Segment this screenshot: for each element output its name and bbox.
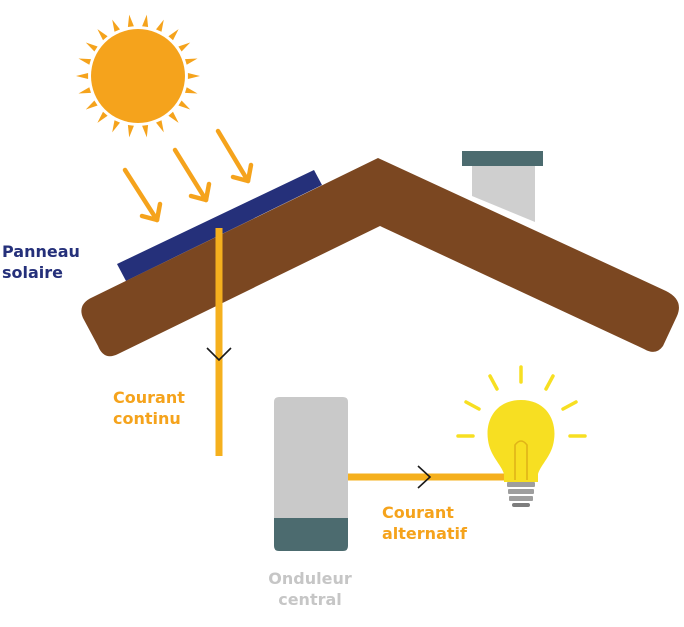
sun-ray bbox=[185, 87, 198, 94]
sun-ray bbox=[156, 120, 164, 133]
label-direct-current: Courant continu bbox=[113, 387, 185, 429]
sun-ray bbox=[78, 58, 91, 65]
sun-ray bbox=[112, 120, 120, 133]
chimney-icon bbox=[462, 151, 543, 222]
sun-ray-arrow-icon bbox=[122, 167, 163, 223]
label-solar-panel: Panneau solaire bbox=[2, 241, 80, 283]
chimney-cap bbox=[462, 151, 543, 166]
sun-ray bbox=[142, 125, 149, 138]
inverter-icon bbox=[274, 397, 348, 551]
solar-panel-icon bbox=[117, 170, 322, 281]
flow-arrow-icon bbox=[417, 465, 432, 489]
label-direct-current-line1: Courant bbox=[113, 388, 185, 407]
label-direct-current-line2: continu bbox=[113, 409, 181, 428]
sun-disc bbox=[91, 29, 185, 123]
light-bulb-icon bbox=[456, 365, 587, 507]
sun-rays bbox=[76, 14, 200, 138]
roof bbox=[81, 158, 679, 357]
label-inverter-line2: central bbox=[278, 590, 342, 609]
sun-ray bbox=[168, 111, 179, 123]
sun-ray bbox=[178, 42, 191, 52]
label-solar-panel-line2: solaire bbox=[2, 263, 64, 282]
sun-ray bbox=[97, 29, 108, 41]
bulb-rays bbox=[456, 365, 587, 438]
sun-ray bbox=[156, 19, 164, 32]
label-alternating-current: Courant alternatif bbox=[382, 502, 467, 544]
sun-ray bbox=[185, 58, 198, 65]
label-solar-panel-line1: Panneau bbox=[2, 242, 80, 261]
sun-ray bbox=[127, 14, 134, 27]
sun-ray bbox=[112, 19, 120, 32]
inverter-base bbox=[274, 518, 348, 551]
sun-ray bbox=[76, 73, 89, 79]
label-alternating-current-line1: Courant bbox=[382, 503, 454, 522]
sunlight-arrows bbox=[122, 128, 254, 223]
label-inverter: Onduleur central bbox=[262, 568, 358, 610]
label-alternating-current-line2: alternatif bbox=[382, 524, 467, 543]
sun-ray bbox=[187, 73, 200, 79]
sun-ray bbox=[78, 87, 91, 94]
sun-ray-arrow-icon bbox=[215, 128, 254, 184]
sun-ray bbox=[127, 125, 134, 138]
sun-ray bbox=[85, 42, 98, 52]
chimney-body bbox=[472, 165, 535, 222]
bulb-base bbox=[507, 482, 535, 507]
sun-ray bbox=[168, 29, 179, 41]
sun-ray bbox=[178, 100, 191, 110]
sun-icon bbox=[76, 14, 200, 138]
sun-ray bbox=[97, 111, 108, 123]
inverter-body bbox=[274, 397, 348, 518]
sun-ray bbox=[142, 14, 149, 27]
bulb-filament bbox=[514, 440, 528, 480]
sun-ray-arrow-icon bbox=[172, 147, 212, 203]
flow-arrow-icon bbox=[206, 347, 232, 362]
sun-ray bbox=[85, 100, 98, 110]
label-inverter-line1: Onduleur bbox=[268, 569, 352, 588]
